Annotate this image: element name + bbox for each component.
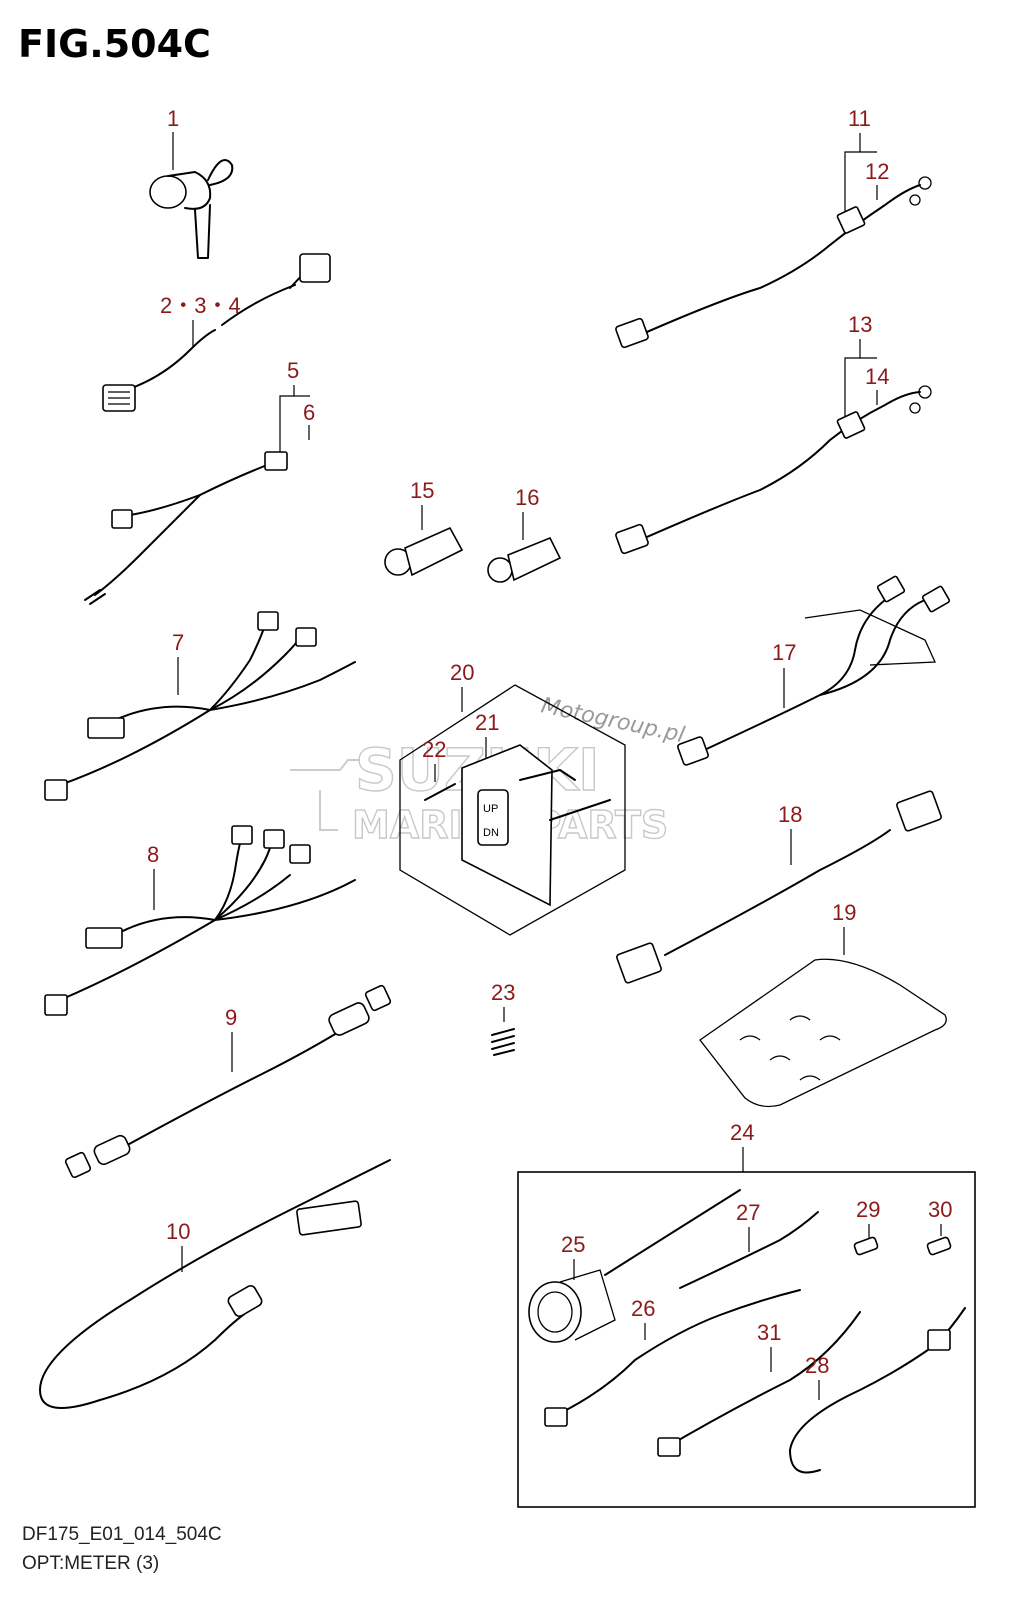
part-2-3-4: 2・3・4	[102, 253, 331, 412]
part-24-group: 24 25 26 27 29 30 31 28	[517, 1120, 976, 1508]
figure-code: DF175_E01_014_504C	[22, 1524, 222, 1545]
callout-25: 25	[561, 1232, 585, 1257]
part-19: 19	[699, 900, 947, 1108]
callout-18: 18	[778, 802, 802, 827]
callout-26: 26	[631, 1296, 655, 1321]
part-9: 9	[64, 984, 392, 1179]
part-16: 16	[487, 485, 562, 583]
callout-17: 17	[772, 640, 796, 665]
callout-19: 19	[832, 900, 856, 925]
callout-22: 22	[422, 737, 446, 762]
switch-dn-label: DN	[483, 827, 499, 839]
part-17: 17	[677, 575, 951, 766]
callout-27: 27	[736, 1200, 760, 1225]
part-13-14: 13 14	[615, 312, 932, 555]
callout-12: 12	[865, 159, 889, 184]
callout-7: 7	[172, 630, 184, 655]
callout-30: 30	[928, 1197, 952, 1222]
part-7: 7	[44, 611, 356, 801]
callout-9: 9	[225, 1005, 237, 1030]
callout-6: 6	[303, 400, 315, 425]
part-11-12: 11 12	[615, 106, 932, 349]
callout-13: 13	[848, 312, 872, 337]
callout-31: 31	[757, 1320, 781, 1345]
callout-23: 23	[491, 980, 515, 1005]
callout-29: 29	[856, 1197, 880, 1222]
callout-21: 21	[475, 710, 499, 735]
callout-16: 16	[515, 485, 539, 510]
part-18: 18	[616, 790, 942, 984]
callout-1: 1	[167, 106, 179, 131]
callout-2-3-4: 2・3・4	[160, 293, 241, 318]
callout-5: 5	[287, 358, 299, 383]
callout-10: 10	[166, 1219, 190, 1244]
figure-name: OPT:METER (3)	[22, 1553, 160, 1574]
switch-up-label: UP	[483, 803, 498, 815]
part-23: 23	[491, 980, 515, 1056]
part-1: 1	[149, 106, 234, 259]
callout-24: 24	[730, 1120, 754, 1145]
figure-title: FIG.504C	[18, 22, 211, 66]
callout-11: 11	[848, 106, 871, 131]
callout-20: 20	[450, 660, 474, 685]
part-20-22: 20 21 22 UP DN	[399, 660, 626, 936]
callout-15: 15	[410, 478, 434, 503]
part-15: 15	[384, 478, 464, 577]
callout-14: 14	[865, 364, 889, 389]
part-10: 10	[39, 1159, 391, 1409]
callout-8: 8	[147, 842, 159, 867]
part-5-6: 5 6	[84, 358, 315, 605]
part-8: 8	[44, 825, 356, 1016]
callout-28: 28	[805, 1353, 829, 1378]
